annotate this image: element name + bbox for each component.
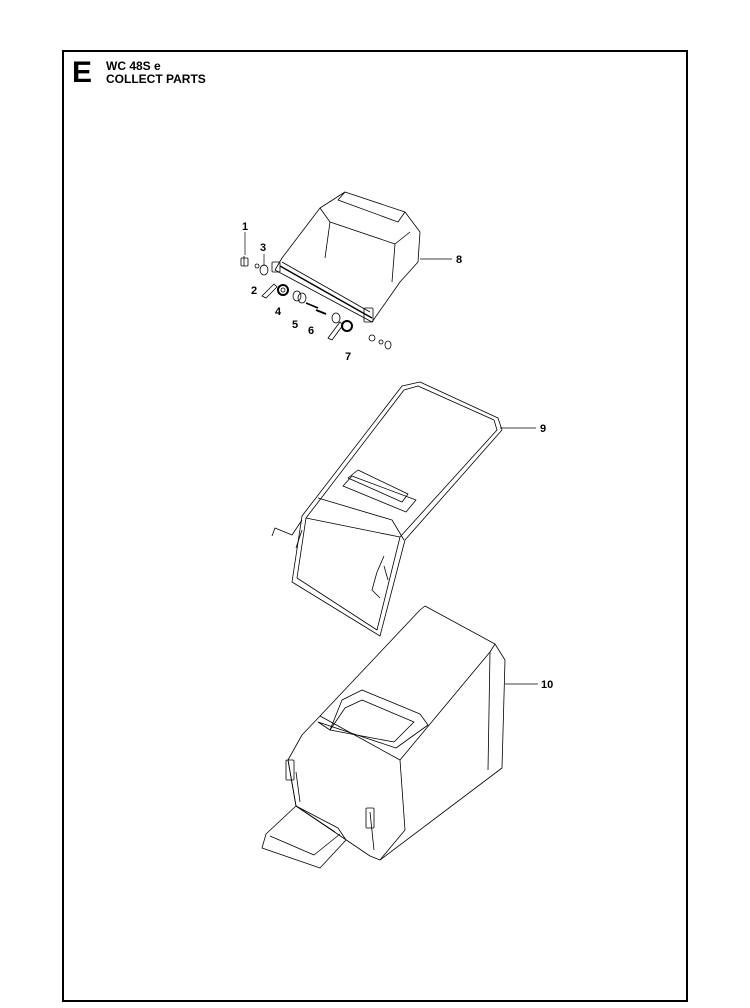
part-1-screw <box>240 256 249 267</box>
part-10-grass-bag <box>261 605 506 869</box>
part-7-nut <box>327 312 392 350</box>
leader-lines <box>244 232 538 685</box>
part-9-bag-frame <box>271 381 503 637</box>
callout-1: 1 <box>242 221 248 233</box>
page-frame <box>62 50 688 1002</box>
part-5-bushing <box>292 290 307 304</box>
page-title: COLLECT PARTS <box>106 72 206 86</box>
part-6-rod <box>305 302 327 315</box>
callout-2: 2 <box>251 285 257 297</box>
callout-10: 10 <box>541 679 553 691</box>
callout-6: 6 <box>308 325 314 337</box>
callout-4: 4 <box>275 306 282 318</box>
part-3-washer <box>254 263 269 276</box>
callout-5: 5 <box>292 319 298 331</box>
part-4-nut <box>277 284 289 296</box>
callout-7: 7 <box>345 351 351 363</box>
callout-3: 3 <box>260 242 266 254</box>
callouts: 1 2 3 4 5 6 7 8 9 10 <box>242 221 553 691</box>
callout-9: 9 <box>540 423 546 435</box>
part-2-spring <box>261 283 278 299</box>
model-name: WC 48S e <box>106 59 161 73</box>
part-8-rear-flap <box>271 191 421 323</box>
callout-8: 8 <box>456 254 462 266</box>
section-letter: E <box>72 56 93 89</box>
